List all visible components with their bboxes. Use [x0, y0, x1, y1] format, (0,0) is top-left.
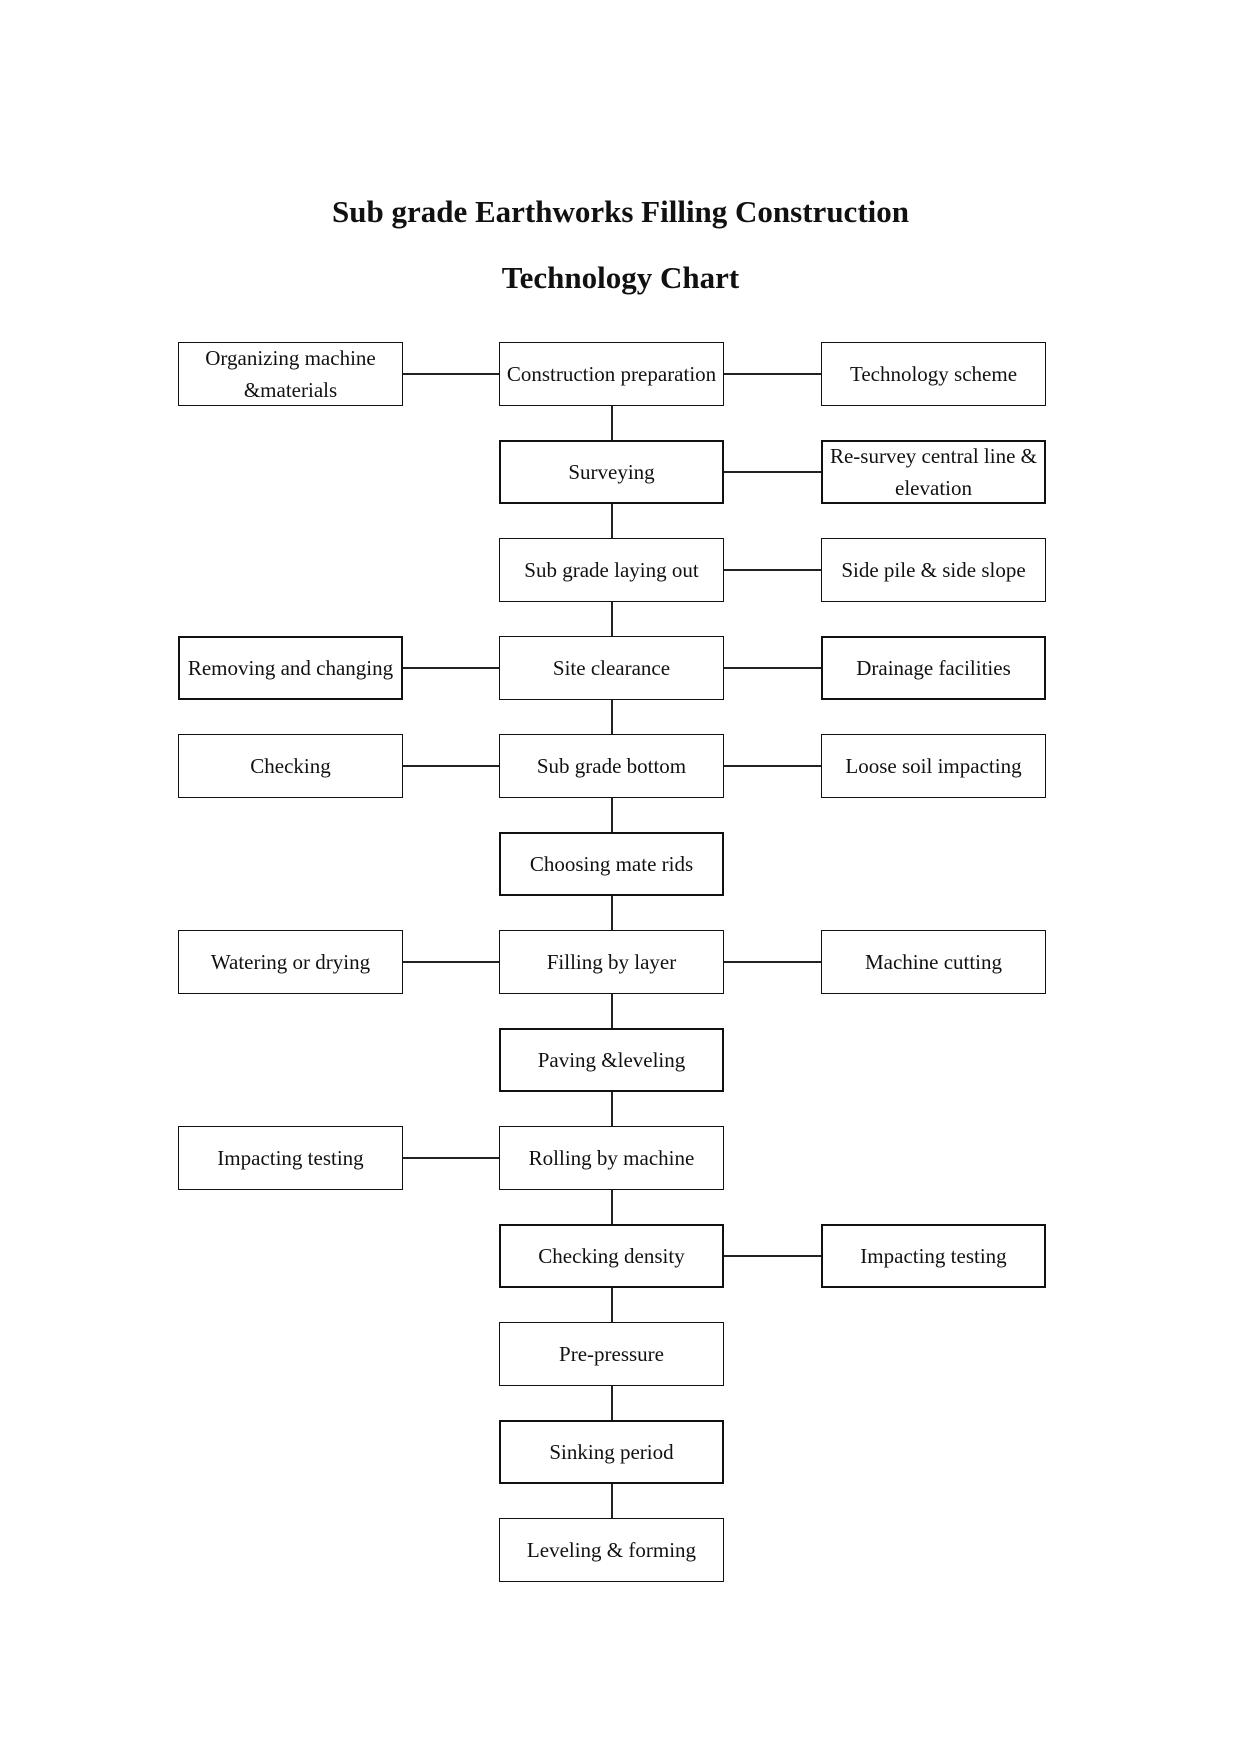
left-note-impacting-testing: Impacting testing: [178, 1126, 403, 1190]
chart-title-line-2: Technology Chart: [501, 260, 740, 295]
left-note-organizing-machine: Organizing machine &materials: [178, 342, 403, 406]
step-construction-preparation: Construction preparation: [499, 342, 724, 406]
note-label: Impacting testing: [860, 1244, 1007, 1268]
step-choosing-mate-rids: Choosing mate rids: [499, 832, 724, 896]
left-note-watering-drying: Watering or drying: [178, 930, 403, 994]
right-note-machine-cutting: Machine cutting: [821, 930, 1046, 994]
note-label: Technology scheme: [849, 362, 1018, 386]
note-label: Organizing machine &materials: [205, 346, 376, 402]
note-label: Machine cutting: [864, 950, 1003, 974]
step-label: Sinking period: [549, 1440, 674, 1464]
step-label: Checking density: [538, 1244, 685, 1268]
step-label: Surveying: [568, 460, 655, 484]
connector-horizontal: [403, 765, 499, 767]
step-checking-density: Checking density: [499, 1224, 724, 1288]
connector-vertical: [611, 700, 613, 734]
step-label: Filling by layer: [546, 950, 677, 974]
left-note-checking: Checking: [178, 734, 403, 798]
step-site-clearance: Site clearance: [499, 636, 724, 700]
step-leveling-forming: Leveling & forming: [499, 1518, 724, 1582]
chart-title-line-1: Sub grade Earthworks Filling Constructio…: [331, 194, 909, 229]
step-label: Sub grade bottom: [536, 754, 687, 778]
step-surveying: Surveying: [499, 440, 724, 504]
note-label: Checking: [250, 754, 331, 778]
step-label: Site clearance: [552, 656, 671, 680]
step-paving-leveling: Paving &leveling: [499, 1028, 724, 1092]
right-note-loose-soil-impacting: Loose soil impacting: [821, 734, 1046, 798]
step-sub-grade-bottom: Sub grade bottom: [499, 734, 724, 798]
step-label: Leveling & forming: [526, 1538, 697, 1562]
step-sub-grade-laying-out: Sub grade laying out: [499, 538, 724, 602]
connector-horizontal: [724, 765, 821, 767]
connector-vertical: [611, 602, 613, 636]
connector-horizontal: [724, 569, 821, 571]
connector-horizontal: [724, 1255, 821, 1257]
connector-vertical: [611, 994, 613, 1028]
note-label: Loose soil impacting: [845, 754, 1022, 778]
connector-vertical: [611, 1386, 613, 1420]
step-label: Paving &leveling: [537, 1048, 686, 1072]
connector-vertical: [611, 1288, 613, 1322]
right-note-drainage-facilities: Drainage facilities: [821, 636, 1046, 700]
connector-vertical: [611, 798, 613, 832]
connector-vertical: [611, 896, 613, 930]
connector-vertical: [611, 1190, 613, 1224]
right-note-side-pile-slope: Side pile & side slope: [821, 538, 1046, 602]
step-filling-by-layer: Filling by layer: [499, 930, 724, 994]
connector-horizontal: [403, 1157, 499, 1159]
note-label: Removing and changing: [187, 656, 394, 680]
note-label: Drainage facilities: [856, 656, 1011, 680]
connector-vertical: [611, 1092, 613, 1126]
connector-vertical: [611, 1484, 613, 1518]
connector-horizontal: [724, 373, 821, 375]
left-note-removing-changing: Removing and changing: [178, 636, 403, 700]
step-label: Pre-pressure: [559, 1342, 664, 1366]
step-sinking-period: Sinking period: [499, 1420, 724, 1484]
connector-horizontal: [403, 667, 499, 669]
connector-horizontal: [724, 667, 821, 669]
note-label: Watering or drying: [210, 950, 371, 974]
connector-horizontal: [403, 373, 499, 375]
connector-horizontal: [724, 471, 821, 473]
right-note-impacting-testing: Impacting testing: [821, 1224, 1046, 1288]
connector-vertical: [611, 406, 613, 440]
note-label: Re-survey central line & elevation: [829, 444, 1037, 500]
connector-horizontal: [724, 961, 821, 963]
step-label: Construction preparation: [506, 362, 717, 386]
step-label: Rolling by machine: [528, 1146, 695, 1170]
right-note-re-survey: Re-survey central line & elevation: [821, 440, 1046, 504]
step-rolling-by-machine: Rolling by machine: [499, 1126, 724, 1190]
connector-horizontal: [403, 961, 499, 963]
step-pre-pressure: Pre-pressure: [499, 1322, 724, 1386]
right-note-technology-scheme: Technology scheme: [821, 342, 1046, 406]
step-label: Choosing mate rids: [529, 852, 694, 876]
step-label: Sub grade laying out: [524, 558, 699, 582]
connector-vertical: [611, 504, 613, 538]
note-label: Impacting testing: [217, 1146, 364, 1170]
note-label: Side pile & side slope: [841, 558, 1026, 582]
